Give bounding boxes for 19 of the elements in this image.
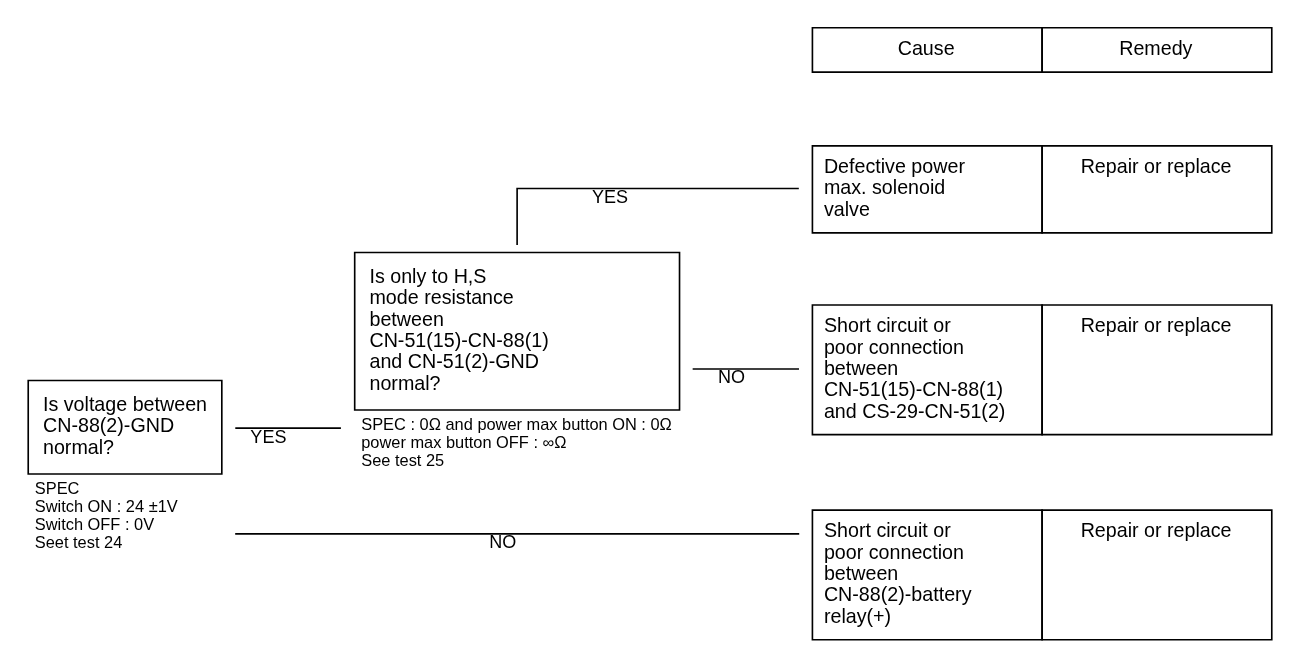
node-label: SPEC	[34, 478, 80, 497]
connector	[234, 532, 801, 535]
node-label: Switch ON : 24 ±1V	[34, 496, 178, 515]
node-label: SPEC : 0Ω and power max button ON : 0Ω	[361, 414, 672, 433]
label: Cause	[897, 36, 955, 59]
node-label: power max button OFF : ∞Ω	[361, 432, 567, 451]
edge-label: NO	[489, 531, 517, 552]
connector	[234, 426, 342, 429]
connector	[516, 187, 800, 246]
node-label: See test 25	[361, 450, 445, 469]
node-box: Is only to H,S mode resistance between CN-51(15)-CN-88(1) and CN-51(2)-GND normal?	[353, 251, 681, 411]
node-box: Is voltage between CN-88(2)-GND normal?	[27, 379, 223, 475]
label: Remedy	[1119, 36, 1193, 59]
edge-label: YES	[591, 186, 629, 207]
edge-label: YES	[250, 426, 287, 446]
node-label: Switch OFF : 0V	[34, 514, 155, 533]
edge-label: NO	[717, 366, 745, 387]
node-label: Seet test 24	[34, 532, 123, 551]
connector	[691, 367, 800, 370]
